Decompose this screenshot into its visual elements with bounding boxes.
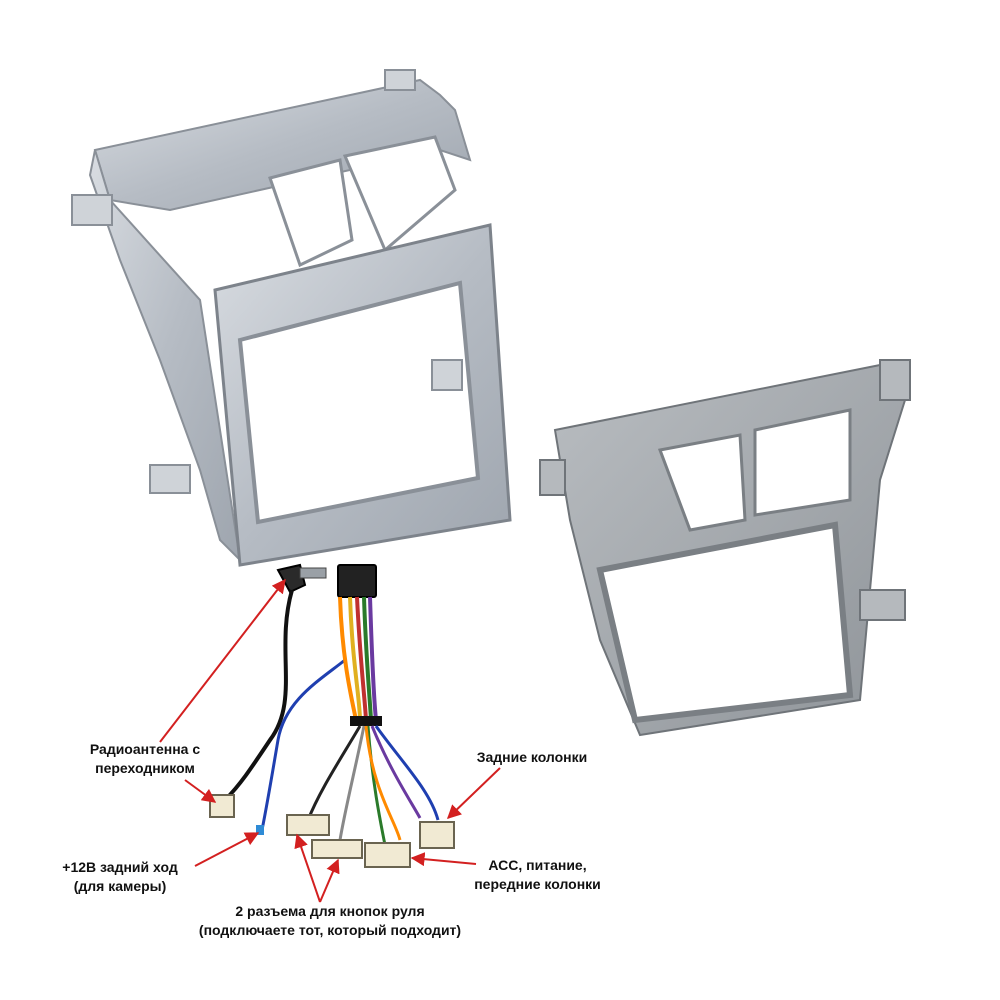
reverse-label-line2: (для камеры) [73, 878, 167, 894]
wheel-buttons-label-line2: (подключаете тот, который подходит) [198, 922, 462, 938]
arrow-reverse [194, 832, 260, 867]
wheel-buttons-label: 2 разъема для кнопок руля (подключаете т… [150, 902, 510, 940]
acc-label-line1: АСС, питание, [488, 857, 587, 873]
wheel-buttons-label-line1: 2 разъема для кнопок руля [235, 903, 425, 919]
arrow-acc [410, 852, 477, 867]
rear-speakers-label: Задние колонки [452, 748, 612, 767]
arrow-wheel-1 [294, 833, 321, 903]
antenna-label: Радиоантенна с переходником [60, 740, 230, 778]
front-frame [71, 69, 512, 567]
back-frame [539, 359, 911, 737]
callout-arrows [159, 578, 501, 903]
arrow-rear-speakers [446, 767, 501, 819]
acc-label: АСС, питание, передние колонки [450, 856, 625, 894]
reverse-label-line1: +12В задний ход [62, 859, 178, 875]
rear-speakers-label-line1: Задние колонки [476, 749, 588, 765]
wiring-harness [209, 563, 455, 868]
reverse-label: +12В задний ход (для камеры) [40, 858, 200, 896]
arrow-antenna-plug [159, 578, 286, 743]
arrow-wheel-2 [319, 858, 340, 903]
acc-label-line2: передние колонки [474, 876, 601, 892]
arrow-antenna-adapter [184, 779, 217, 803]
antenna-label-line2: переходником [95, 760, 195, 776]
antenna-label-line1: Радиоантенна с [89, 741, 201, 757]
